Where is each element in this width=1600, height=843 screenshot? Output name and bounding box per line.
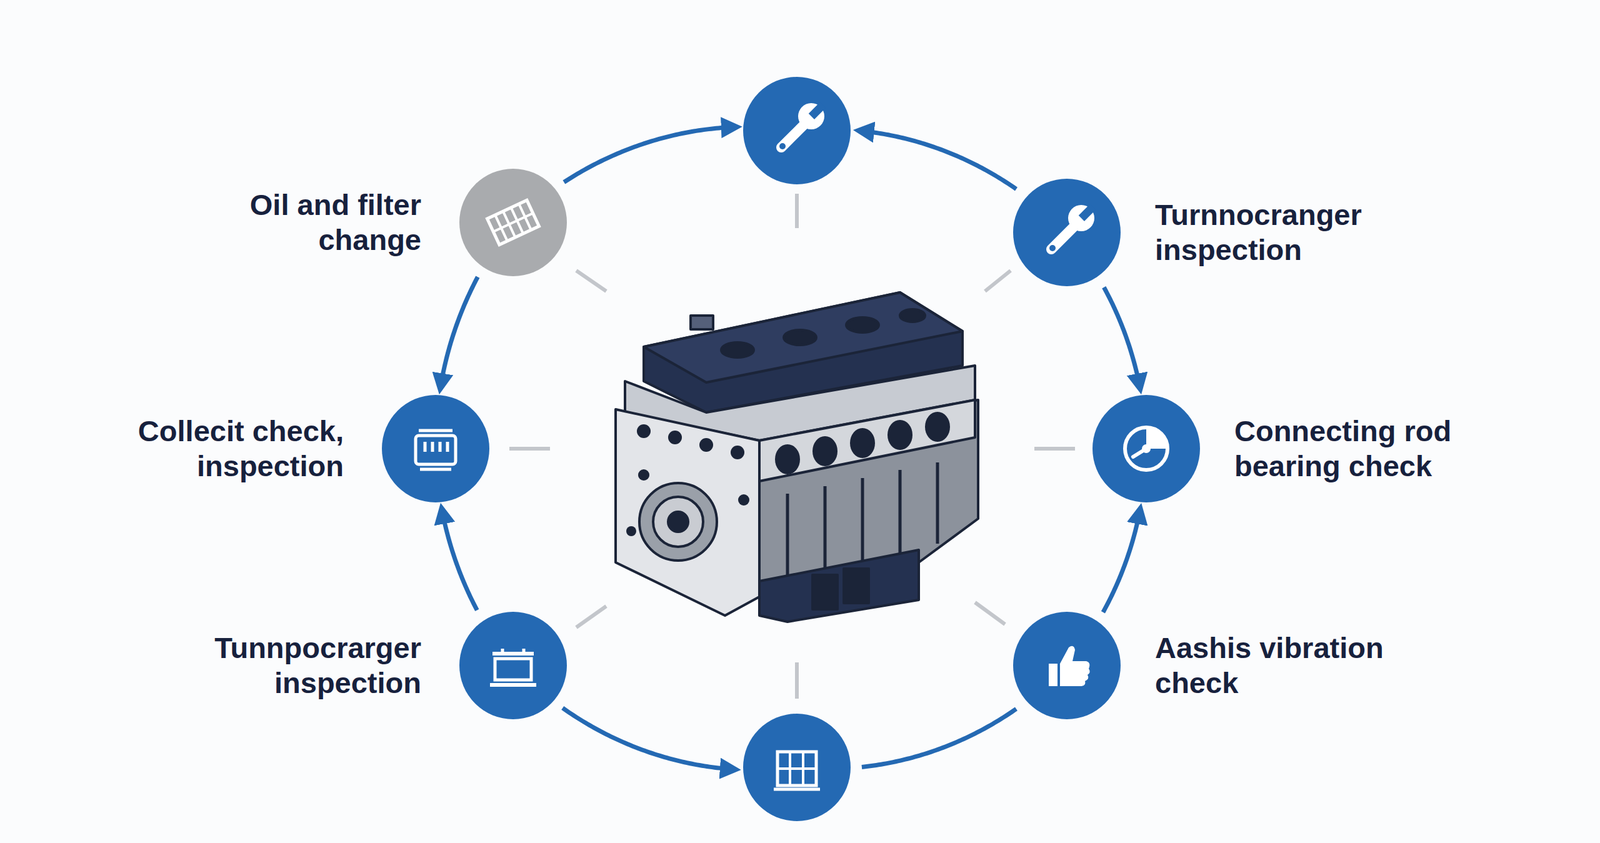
step-circle: Tunnpocrarger inspection	[458, 611, 568, 720]
flow-arrow	[861, 708, 1017, 767]
flow-arrow	[859, 130, 1017, 189]
circle-icon	[458, 168, 568, 277]
step-label: Aashis vibration check	[1155, 630, 1449, 702]
flow-arrow	[562, 708, 735, 770]
flow-arrow	[441, 509, 477, 611]
step-circle: Connecting rod bearing check	[1091, 394, 1201, 504]
circle-icon	[458, 611, 568, 720]
spoke-lines	[509, 193, 1075, 699]
step-circle: Oil and filter change	[458, 168, 568, 277]
step-label: Turnnocranger inspection	[1155, 197, 1449, 269]
circle-icon	[1012, 611, 1122, 720]
circle-icon	[742, 76, 852, 185]
flow-arrow	[563, 126, 736, 182]
step-label: Tunnpocrarger inspection	[152, 630, 422, 702]
step-circle: Collecit check, inspection	[381, 394, 490, 504]
flow-arrow	[440, 276, 479, 389]
step-circle: Aashis vibration check	[1012, 611, 1122, 720]
step-circle	[742, 713, 852, 822]
circle-icon	[742, 713, 852, 822]
step-label: Collecit check, inspection	[75, 413, 344, 485]
circle-icon	[381, 394, 490, 504]
flow-arrow	[1103, 287, 1140, 389]
engine-block	[615, 292, 979, 622]
step-label: Oil and filter change	[152, 187, 422, 259]
circle-icon	[1091, 394, 1201, 504]
step-label: Connecting rod bearing check	[1234, 413, 1529, 485]
step-circle: Turnnocranger inspection	[1012, 178, 1122, 287]
circle-icon	[1012, 178, 1122, 287]
flow-arrow	[1103, 509, 1140, 613]
step-circle	[742, 76, 852, 185]
